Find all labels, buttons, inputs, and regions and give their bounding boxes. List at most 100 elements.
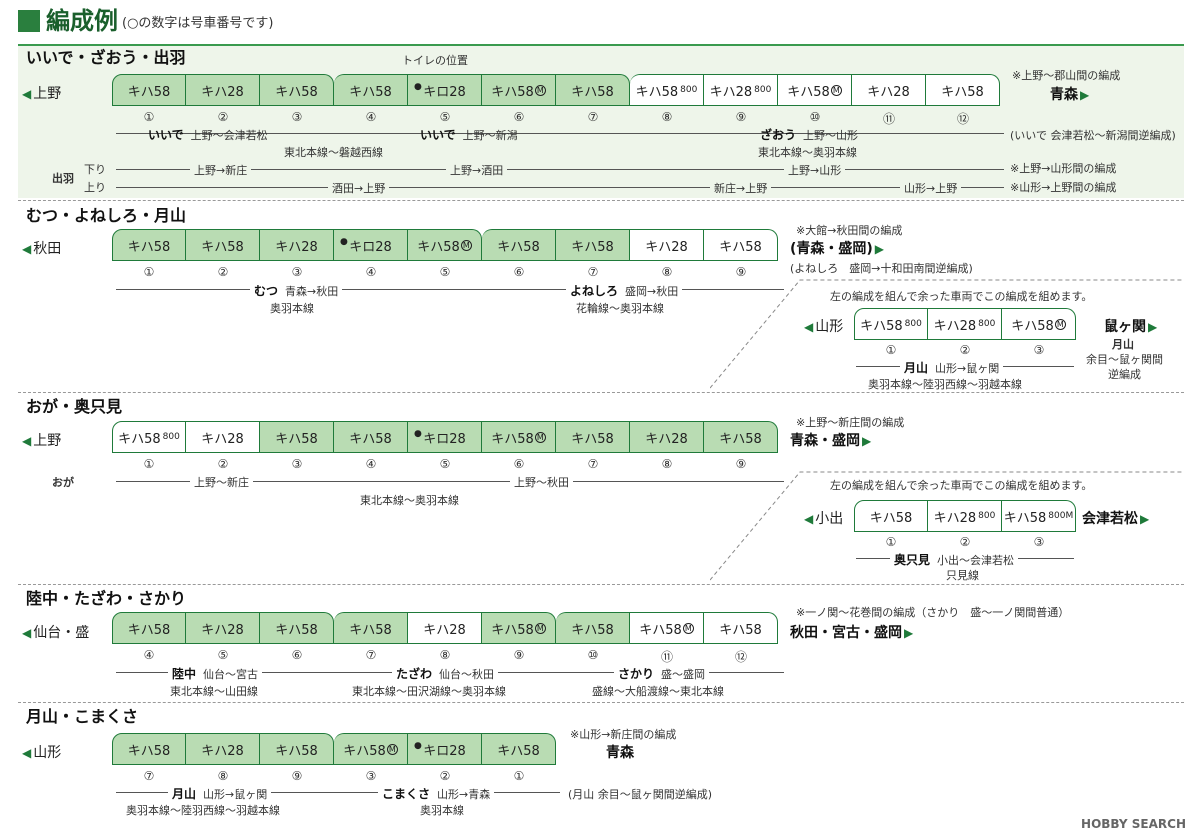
- car-number: ④: [365, 265, 377, 279]
- car-number: ⑩: [809, 110, 821, 124]
- sub-destination: 鼠ヶ関▶: [1104, 319, 1158, 335]
- section-divider: [18, 200, 1184, 201]
- section-divider: [18, 702, 1184, 703]
- car-number: ⑦: [587, 265, 599, 279]
- dest-note: ※山形→新庄間の編成: [570, 728, 677, 741]
- car-number: ⑥: [513, 265, 525, 279]
- range-line: [116, 792, 560, 793]
- car: キハ58: [112, 612, 186, 644]
- sub-box-border: [710, 471, 1182, 581]
- car: キハ28: [630, 229, 704, 261]
- car-number: ①: [143, 457, 155, 471]
- car-number: ⑩: [587, 648, 599, 662]
- section-title: 陸中・たざわ・さかり: [26, 589, 187, 608]
- car-number: ⑨: [291, 769, 303, 783]
- line-label: 東北本線～磐越西線: [284, 146, 383, 159]
- line-label: 奥羽本線～陸羽西線～羽越本線: [126, 804, 280, 817]
- dest-note-2: (よねしろ 盛岡→十和田南間逆編成): [790, 262, 973, 275]
- sub-tail-route: 余目～鼠ヶ関間: [1086, 353, 1163, 366]
- tail-note: (いいで 会津若松～新潟間逆編成): [1010, 129, 1176, 142]
- line-label: 東北本線～山田線: [170, 685, 258, 698]
- range-label: 月山 山形→鼠ヶ関: [168, 785, 272, 802]
- destination: (青森・盛岡)▶: [790, 241, 885, 257]
- sub-line-label: 只見線: [946, 569, 979, 582]
- car-number: ⑧: [661, 457, 673, 471]
- car: キハ58: [482, 733, 556, 765]
- car: キハ58: [112, 733, 186, 765]
- range-label: 陸中 仙台～宮古: [168, 665, 263, 682]
- car-number: ⑤: [217, 648, 229, 662]
- dewa-up-line: [116, 187, 1004, 188]
- range-label: ざおう 上野～山形: [760, 128, 859, 142]
- oga-label: おが: [52, 476, 74, 489]
- destination: 青森・盛岡▶: [790, 433, 872, 449]
- line-label: 花輪線～奥羽本線: [576, 302, 664, 315]
- range-label: 上野～秋田: [510, 474, 573, 490]
- range-line: [116, 133, 1004, 134]
- car-number: ③: [365, 769, 377, 783]
- range-label: 上野～新庄: [190, 474, 253, 490]
- car-number: ②: [217, 110, 229, 124]
- car: キハ58: [556, 74, 630, 106]
- car-number: ⑤: [439, 457, 451, 471]
- tail-note: (月山 余目～鼠ヶ関間逆編成): [568, 788, 713, 801]
- watermark-text: HOBBY SEARCH: [1081, 817, 1186, 831]
- car-number: ⑤: [439, 265, 451, 279]
- car-number: ⑫: [956, 112, 969, 126]
- section-gassan-komakusa: 月山・こまくさ: [18, 705, 138, 729]
- car-number: ④: [365, 110, 377, 124]
- origin-station: ◀山形: [22, 745, 62, 761]
- car: キハ58: [334, 612, 408, 644]
- page-subtitle: (○の数字は号車番号です): [122, 16, 274, 31]
- car-number: ④: [365, 457, 377, 471]
- sub-note: 左の編成を組んで余った車両でこの編成を組めます。: [830, 290, 1093, 303]
- range-label: むつ 青森→秋田: [250, 282, 343, 299]
- car-number: ⑤: [439, 110, 451, 124]
- origin-station: ◀仙台・盛: [22, 625, 90, 641]
- sub-origin-station: ◀小出: [804, 511, 844, 527]
- car-number: ⑦: [587, 110, 599, 124]
- car-number: ⑪: [882, 112, 895, 126]
- car: キハ58: [556, 421, 630, 453]
- section-title: むつ・よねしろ・月山: [26, 206, 187, 225]
- car: キハ58: [260, 612, 334, 644]
- car: キハ58: [482, 229, 556, 261]
- car: キハ58: [704, 229, 778, 261]
- car-number: ②: [217, 457, 229, 471]
- car-number: ③: [291, 265, 303, 279]
- car-number: ⑨: [735, 457, 747, 471]
- car-number: ①: [885, 343, 897, 357]
- car-number: ⑥: [513, 457, 525, 471]
- car-number: ⑧: [217, 769, 229, 783]
- range-label: たざわ 仙台～秋田: [392, 665, 499, 682]
- section-mutsu-yoneshiro-gassan: むつ・よねしろ・月山: [18, 204, 186, 228]
- dewa-down-label: 上野→新庄: [190, 162, 252, 178]
- car-number: ①: [143, 110, 155, 124]
- destination: 秋田・宮古・盛岡▶: [790, 625, 914, 641]
- car-number: ①: [513, 769, 525, 783]
- section-divider: [18, 392, 1184, 393]
- sub-range-label: 奥只見 小出～会津若松: [890, 551, 1019, 568]
- up-label: 上り: [84, 181, 106, 194]
- section-divider: [18, 584, 1184, 585]
- car: キハ28: [186, 612, 260, 644]
- car-numbers: ① ② ③ ④ ⑤ ⑥ ⑦ ⑧ ⑨: [112, 265, 778, 279]
- range-label: よねしろ 盛岡→秋田: [566, 282, 683, 299]
- car-number: ③: [291, 110, 303, 124]
- car-number: ⑫: [734, 650, 747, 664]
- sub-destination: 会津若松▶: [1082, 511, 1150, 527]
- car: キハ28: [260, 229, 334, 261]
- destination: 青森▶: [1050, 87, 1090, 103]
- car: キハ58: [854, 500, 928, 532]
